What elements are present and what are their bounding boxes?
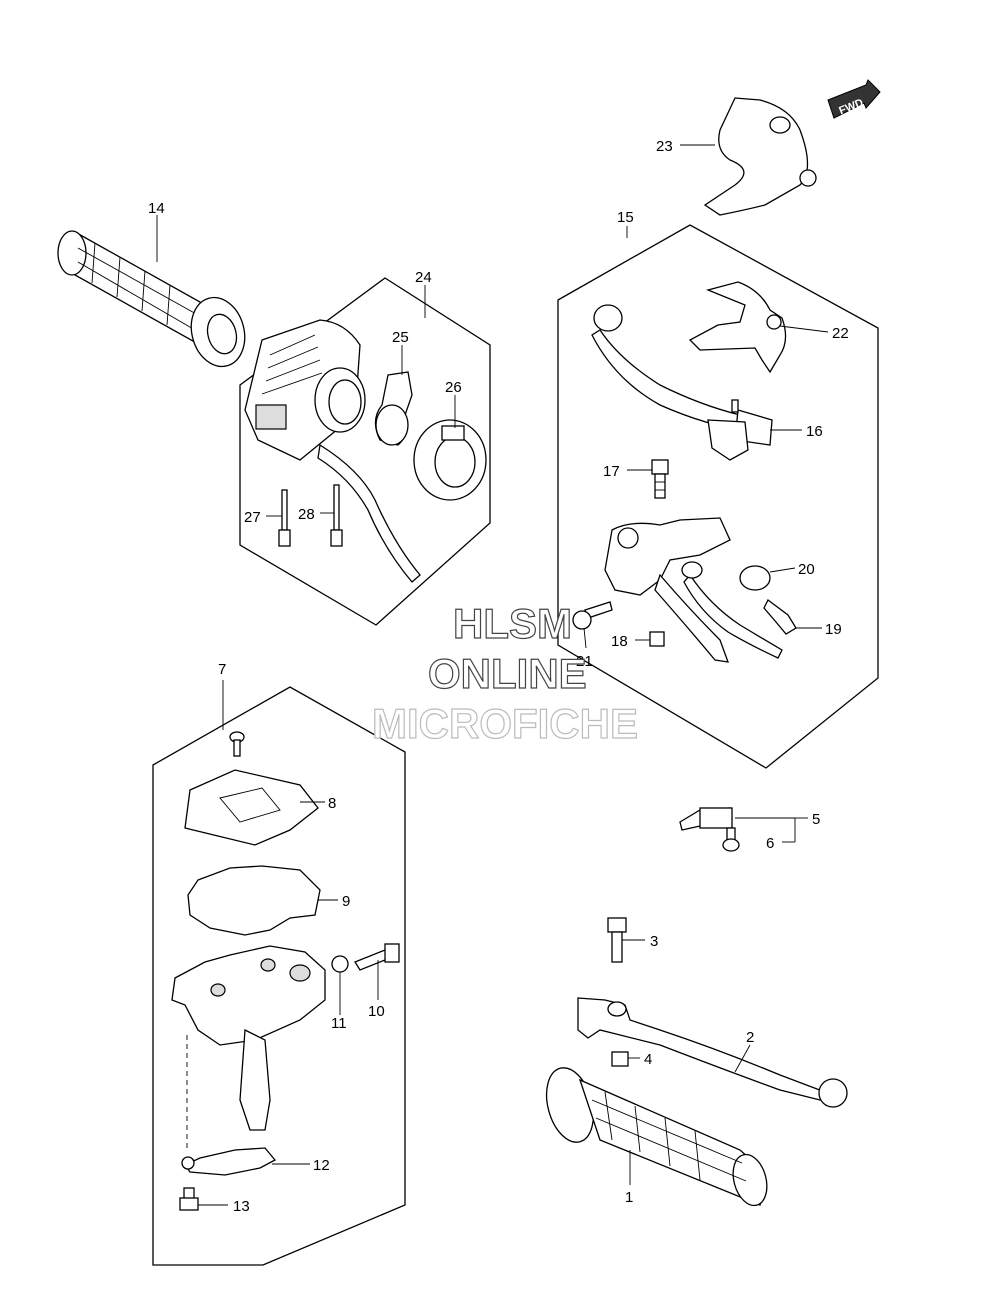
watermark: HLSM ONLINE MICROFICHE xyxy=(371,599,638,747)
callout-7: 7 xyxy=(218,661,226,678)
bolt-part-3 xyxy=(607,917,627,963)
callout-1: 1 xyxy=(625,1189,633,1206)
group-box-7 xyxy=(152,686,406,1266)
watermark-line2: ONLINE xyxy=(428,650,587,697)
callout-17: 17 xyxy=(603,463,620,480)
callout-14: 14 xyxy=(148,200,165,217)
screw-part-19 xyxy=(763,599,797,635)
callouts: 14 24 25 26 27 28 23 15 22 16 17 20 19 1… xyxy=(148,138,849,1215)
watermark-line1: HLSM xyxy=(453,600,572,647)
callout-12: 12 xyxy=(313,1157,330,1174)
reservoir-cover-part-8 xyxy=(184,769,319,846)
master-cylinder-body xyxy=(171,945,326,1131)
callout-2: 2 xyxy=(746,1029,754,1046)
callout-5: 5 xyxy=(812,811,820,828)
callout-3: 3 xyxy=(650,933,658,950)
switch-ring-part-26 xyxy=(413,419,487,501)
right-grip-part-1 xyxy=(545,1067,768,1207)
callout-19: 19 xyxy=(825,621,842,638)
callout-16: 16 xyxy=(806,423,823,440)
group-box-24 xyxy=(239,277,491,626)
callout-26: 26 xyxy=(445,379,462,396)
screw-part-6 xyxy=(722,827,740,852)
callout-24: 24 xyxy=(415,269,432,286)
callout-21: 21 xyxy=(576,653,593,670)
callout-25: 25 xyxy=(392,329,409,346)
screw-cap xyxy=(229,731,245,757)
switch-housing-part-24 xyxy=(244,319,421,583)
cap-part-20 xyxy=(739,565,771,591)
fwd-arrow-icon: FWD xyxy=(827,79,881,119)
bolt-part-17 xyxy=(651,459,669,499)
pivot-part-16 xyxy=(707,399,749,461)
callout-8: 8 xyxy=(328,795,336,812)
spring-bracket-part-22 xyxy=(688,281,787,374)
callout-18: 18 xyxy=(611,633,628,650)
group-box-15 xyxy=(557,224,879,769)
callout-10: 10 xyxy=(368,1003,385,1020)
gasket-part-9 xyxy=(187,865,321,936)
lever-cover-part-23 xyxy=(703,97,817,216)
bolt-part-10 xyxy=(354,943,400,971)
nut-part-4 xyxy=(611,1051,629,1067)
brake-lever-part-2 xyxy=(577,997,848,1108)
callout-20: 20 xyxy=(798,561,815,578)
lever-holder xyxy=(604,517,783,663)
switch-knob-part-25 xyxy=(374,371,413,446)
bolt-part-13 xyxy=(179,1187,199,1211)
screw-part-27 xyxy=(278,489,291,547)
callout-9: 9 xyxy=(342,893,350,910)
callout-4: 4 xyxy=(644,1051,652,1068)
callout-22: 22 xyxy=(832,325,849,342)
callout-27: 27 xyxy=(244,509,261,526)
callout-28: 28 xyxy=(298,506,315,523)
callout-11: 11 xyxy=(331,1015,347,1032)
callout-6: 6 xyxy=(766,835,774,852)
washer-part-11 xyxy=(331,955,349,973)
brake-switch-part-5 xyxy=(679,807,733,831)
screw-part-28 xyxy=(330,484,343,547)
watermark-line3: MICROFICHE xyxy=(372,700,638,747)
nut-part-18 xyxy=(649,631,665,647)
switch-plate-part-12 xyxy=(181,1147,277,1176)
callout-13: 13 xyxy=(233,1198,250,1215)
bolt-part-21 xyxy=(572,601,613,630)
callout-23: 23 xyxy=(656,138,673,155)
leader-lines xyxy=(156,144,829,1206)
left-grip-part-14 xyxy=(57,230,246,368)
callout-15: 15 xyxy=(617,209,634,226)
